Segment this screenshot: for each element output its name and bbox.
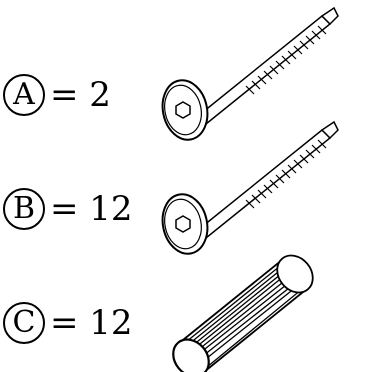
part-quantity: = 12 [50,189,133,229]
part-letter: A [13,77,35,112]
screw-icon [161,6,339,141]
part-letter-circle: C [3,302,45,344]
part-letter: B [12,191,36,226]
part-row-a: A = 2 [0,6,372,144]
part-letter-circle: A [3,74,45,116]
part-row-c: C = 12 [0,254,372,372]
part-quantity: = 12 [50,303,133,343]
dowel-icon [172,254,314,372]
part-letter: C [12,305,36,340]
part-quantity: = 2 [50,75,111,115]
screw-icon [161,120,339,255]
part-row-b: B = 12 [0,120,372,258]
part-letter-circle: B [3,188,45,230]
